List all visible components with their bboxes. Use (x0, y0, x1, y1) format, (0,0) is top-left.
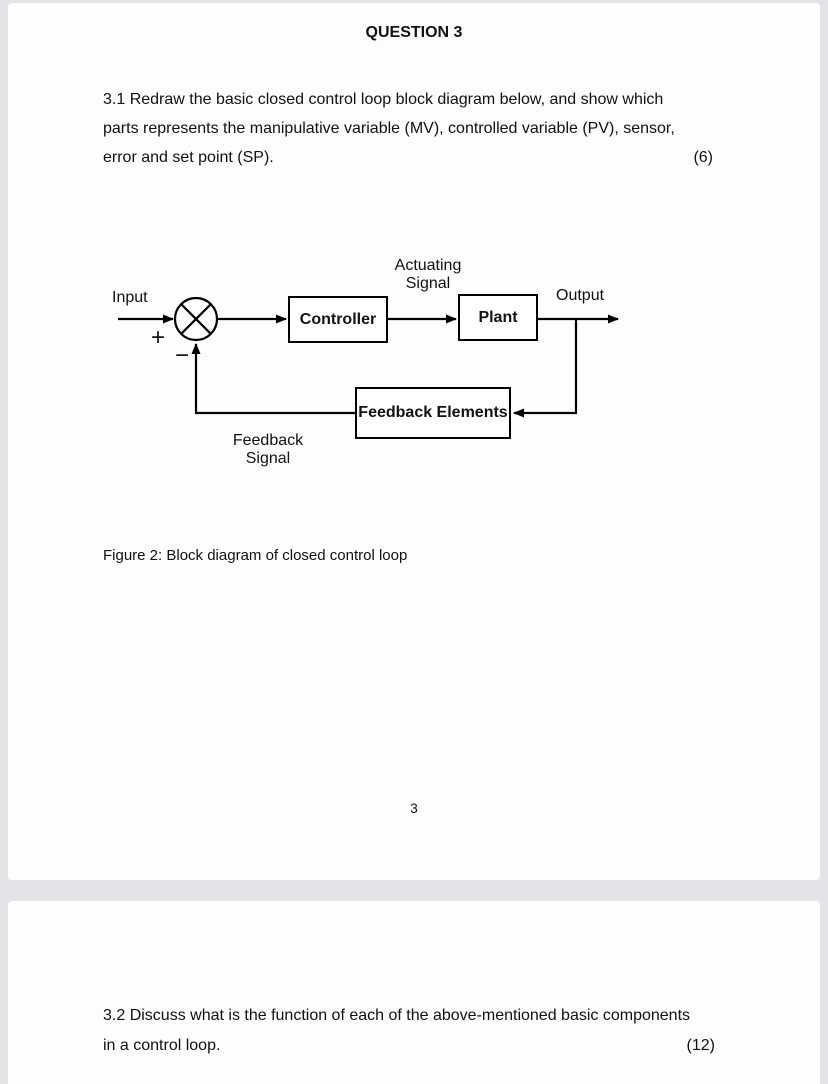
output-feedback-line (513, 319, 578, 418)
summing-junction-cross (180, 303, 212, 335)
output-label: Output (556, 287, 605, 304)
question-3-2-line-1: 3.2 Discuss what is the function of each… (103, 1007, 691, 1024)
question-3-2-marks: (12) (686, 1037, 715, 1054)
controller-block: Controller (288, 296, 388, 343)
document-page-2: 3.2 Discuss what is the function of each… (8, 901, 820, 1084)
actuating-signal-label: Actuating Signal (394, 257, 462, 292)
figure-caption: Figure 2: Block diagram of closed contro… (103, 547, 408, 564)
plus-sign: + (151, 324, 166, 351)
plant-block: Plant (458, 294, 538, 341)
question-3-1-line-3: error and set point (SP). (103, 149, 274, 166)
question-3-1-marks: (6) (693, 149, 713, 166)
question-3-1-line-2: parts represents the manipulative variab… (103, 120, 675, 137)
question-3-2-text: 3.2 Discuss what is the function of each… (103, 1001, 715, 1061)
question-3-2-line-2: in a control loop. (103, 1037, 221, 1054)
closed-loop-block-diagram: Input + − Controller Actuating Signal Pl… (8, 256, 820, 496)
input-label: Input (112, 289, 148, 306)
question-3-1-line-1: 3.1 Redraw the basic closed control loop… (103, 91, 664, 108)
feedback-signal-label: Feedback Signal (232, 432, 304, 467)
feedback-signal-line (191, 343, 355, 415)
question-3-1-text: 3.1 Redraw the basic closed control loop… (103, 85, 713, 172)
minus-sign: − (175, 342, 190, 369)
diagram-connectors (118, 296, 619, 418)
document-page-1: QUESTION 3 3.1 Redraw the basic closed c… (8, 3, 820, 880)
feedback-elements-block: Feedback Elements (355, 387, 511, 439)
question-title: QUESTION 3 (365, 24, 463, 41)
page-number: 3 (410, 801, 418, 816)
